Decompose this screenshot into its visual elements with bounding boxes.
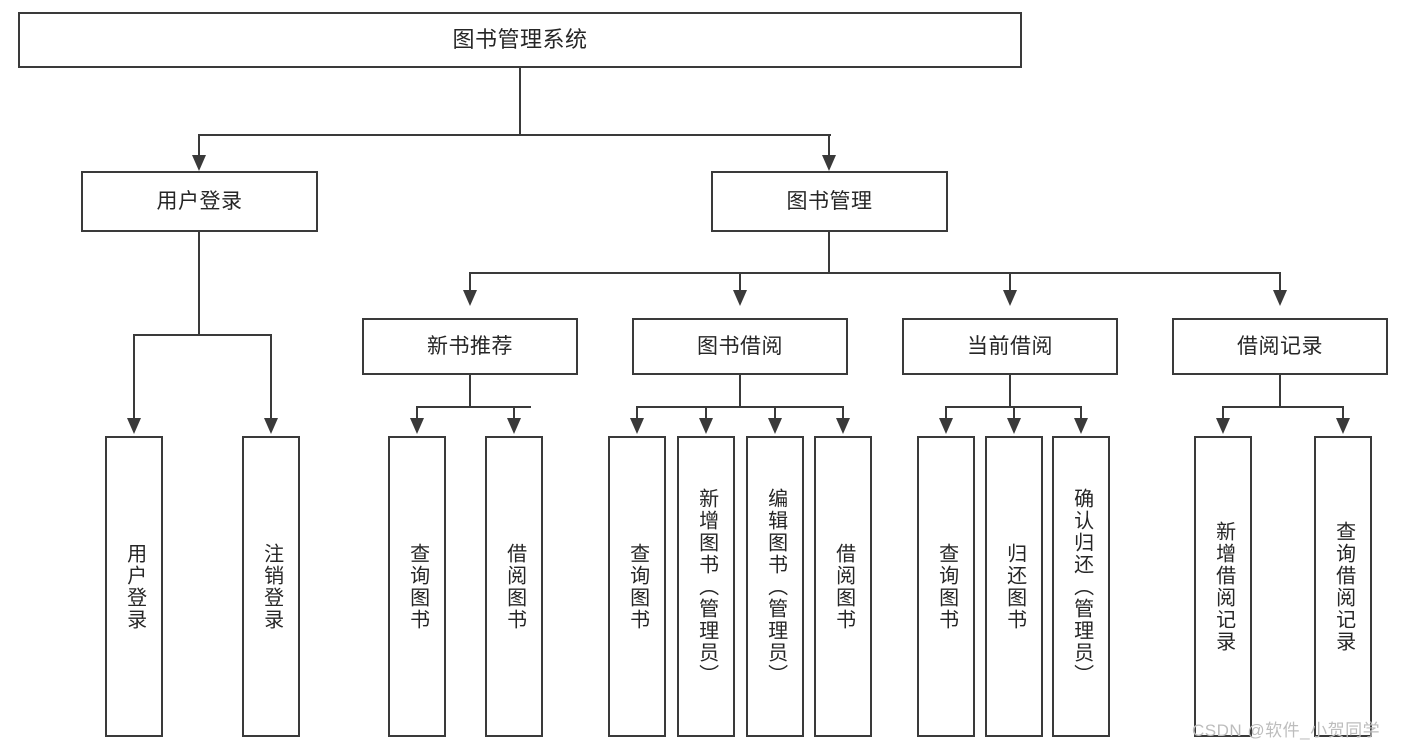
connector-br-drop-2: [1342, 406, 1344, 420]
connector-br-stem: [1279, 375, 1281, 406]
csdn-watermark: CSDN @软件_小贺同学: [1192, 721, 1381, 740]
connector-book-management-stem: [828, 232, 830, 272]
connector-br-drop-1: [1222, 406, 1224, 420]
node-label: 查询图书: [935, 542, 958, 631]
node-label: 图书管理系统: [452, 26, 588, 52]
connector-bm-drop-2: [739, 272, 741, 294]
node-label: 用户登录: [156, 189, 243, 213]
arrowhead-nbr-leaf-2: [507, 418, 521, 434]
leaf-current-borrow-confirm-return[interactable]: 确认归还（管理员）: [1052, 436, 1110, 737]
connector-bm-drop-3: [1009, 272, 1011, 294]
leaf-book-borrow-borrow-book[interactable]: 借阅图书: [814, 436, 872, 737]
connector-nbr-drop-2: [513, 406, 515, 420]
node-label: 借阅图书: [503, 542, 526, 631]
leaf-current-borrow-return-book[interactable]: 归还图书: [985, 436, 1043, 737]
connector-user-login-drop-1: [133, 334, 135, 420]
leaf-new-book-borrow-book[interactable]: 借阅图书: [485, 436, 543, 737]
connector-nbr-bus: [416, 406, 531, 408]
leaf-book-borrow-query-book[interactable]: 查询图书: [608, 436, 666, 737]
connector-bb-stem: [739, 375, 741, 406]
arrowhead-bm-to-book-borrow: [733, 290, 747, 306]
node-current-borrow[interactable]: 当前借阅: [902, 318, 1118, 375]
connector-cb-drop-2: [1013, 406, 1015, 420]
node-label: 归还图书: [1003, 542, 1026, 631]
connector-root-bus: [198, 134, 831, 136]
connector-cb-drop-3: [1080, 406, 1082, 420]
node-label: 注销登录: [260, 542, 283, 631]
connector-bm-drop-1: [469, 272, 471, 294]
arrowhead-bb-leaf-1: [630, 418, 644, 434]
leaf-user-login-login[interactable]: 用户登录: [105, 436, 163, 737]
node-label: 查询借阅记录: [1332, 520, 1355, 653]
node-label: 图书借阅: [697, 334, 783, 358]
leaf-book-borrow-add-book[interactable]: 新增图书（管理员）: [677, 436, 735, 737]
arrowhead-cb-leaf-2: [1007, 418, 1021, 434]
arrowhead-cb-leaf-3: [1074, 418, 1088, 434]
node-book-borrow[interactable]: 图书借阅: [632, 318, 848, 375]
leaf-book-borrow-edit-book[interactable]: 编辑图书（管理员）: [746, 436, 804, 737]
node-user-login[interactable]: 用户登录: [81, 171, 318, 232]
connector-br-bus: [1222, 406, 1344, 408]
connector-root-drop-1: [198, 134, 200, 159]
node-label: 借阅图书: [832, 542, 855, 631]
connector-bb-drop-3: [774, 406, 776, 420]
node-label: 新增借阅记录: [1212, 520, 1235, 653]
node-label: 图书管理: [786, 189, 873, 213]
connector-bb-drop-1: [636, 406, 638, 420]
connector-user-login-bus: [133, 334, 272, 336]
node-label: 查询图书: [626, 542, 649, 631]
leaf-user-login-logout[interactable]: 注销登录: [242, 436, 300, 737]
leaf-borrow-record-add-record[interactable]: 新增借阅记录: [1194, 436, 1252, 737]
arrowhead-bb-leaf-4: [836, 418, 850, 434]
node-root-book-management-system[interactable]: 图书管理系统: [18, 12, 1022, 68]
node-new-book-recommend[interactable]: 新书推荐: [362, 318, 578, 375]
connector-user-login-stem: [198, 232, 200, 334]
node-label: 用户登录: [123, 542, 146, 631]
node-label: 新增图书（管理员）: [695, 487, 718, 686]
connector-bb-bus: [636, 406, 844, 408]
arrowhead-bb-leaf-3: [768, 418, 782, 434]
arrowhead-bm-to-new-book: [463, 290, 477, 306]
connector-bb-drop-2: [705, 406, 707, 420]
connector-root-drop-2: [828, 134, 830, 159]
connector-bm-drop-4: [1279, 272, 1281, 294]
node-label: 确认归还（管理员）: [1070, 487, 1093, 686]
connector-cb-drop-1: [945, 406, 947, 420]
node-label: 查询图书: [406, 542, 429, 631]
arrowhead-root-to-book-management: [822, 155, 836, 171]
arrowhead-bm-to-borrow-record: [1273, 290, 1287, 306]
leaf-new-book-query-book[interactable]: 查询图书: [388, 436, 446, 737]
arrowhead-user-login-leaf-2: [264, 418, 278, 434]
arrowhead-cb-leaf-1: [939, 418, 953, 434]
node-borrow-record[interactable]: 借阅记录: [1172, 318, 1388, 375]
node-label: 借阅记录: [1237, 334, 1323, 358]
arrowhead-bm-to-current-borrow: [1003, 290, 1017, 306]
arrowhead-br-leaf-1: [1216, 418, 1230, 434]
arrowhead-nbr-leaf-1: [410, 418, 424, 434]
node-label: 当前借阅: [967, 334, 1053, 358]
node-label: 编辑图书（管理员）: [764, 487, 787, 686]
arrowhead-bb-leaf-2: [699, 418, 713, 434]
connector-book-management-bus: [469, 272, 1280, 274]
connector-root-stem: [519, 68, 521, 134]
node-book-management[interactable]: 图书管理: [711, 171, 948, 232]
arrowhead-br-leaf-2: [1336, 418, 1350, 434]
connector-bb-drop-4: [842, 406, 844, 420]
arrowhead-root-to-user-login: [192, 155, 206, 171]
node-label: 新书推荐: [427, 334, 513, 358]
connector-cb-stem: [1009, 375, 1011, 406]
connector-user-login-drop-2: [270, 334, 272, 420]
arrowhead-user-login-leaf-1: [127, 418, 141, 434]
leaf-current-borrow-query-book[interactable]: 查询图书: [917, 436, 975, 737]
connector-nbr-drop-1: [416, 406, 418, 420]
leaf-borrow-record-query-record[interactable]: 查询借阅记录: [1314, 436, 1372, 737]
connector-nbr-stem: [469, 375, 471, 406]
